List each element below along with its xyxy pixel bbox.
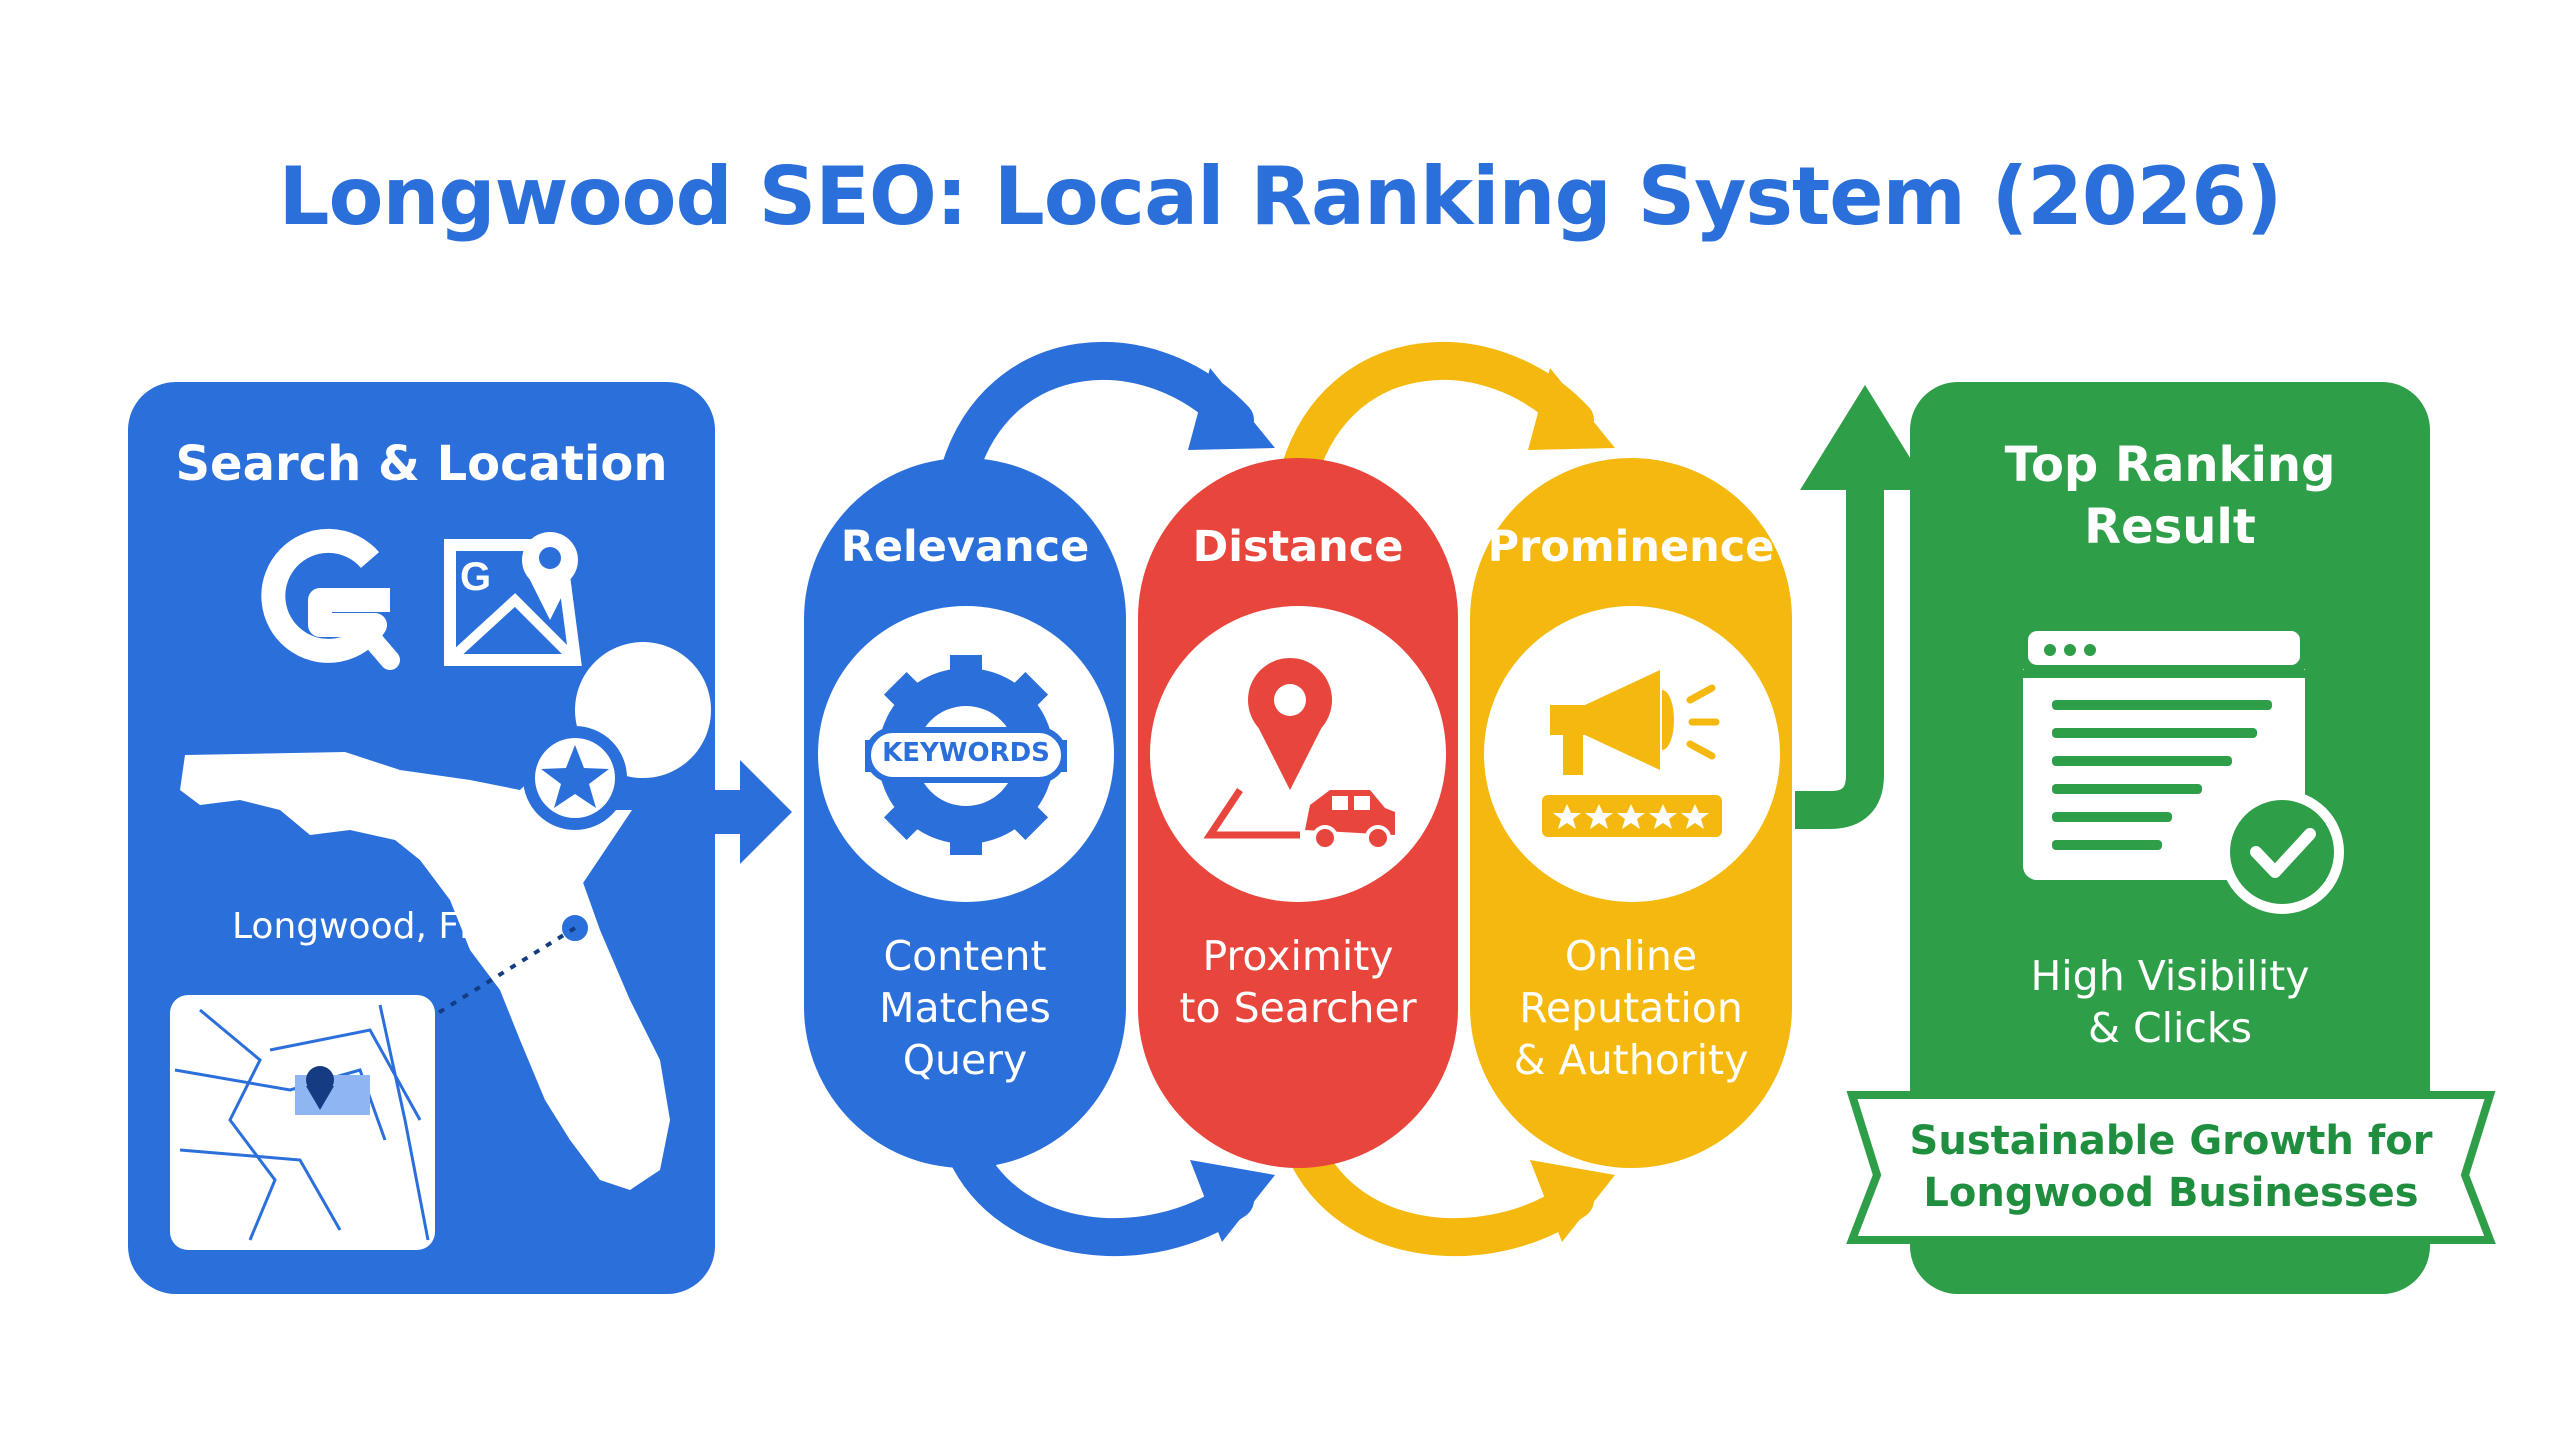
florida-map-icon: [180, 752, 670, 1190]
browser-check-icon: [2018, 621, 2344, 914]
growth-banner: [1846, 1091, 2496, 1244]
cycle-arrow-yellow-bottom: [1286, 1131, 1615, 1257]
prominence-heading: Prominence: [1487, 522, 1775, 572]
keywords-badge-label: KEYWORDS: [882, 738, 1050, 768]
flow-arrow-right: [715, 760, 792, 864]
result-heading-line: Top Ranking: [2004, 437, 2336, 493]
distance-description: Proximity to Searcher: [1138, 930, 1458, 1034]
cycle-arrow-yellow-top: [1281, 341, 1615, 489]
banner-text: Sustainable Growth for Longwood Business…: [1880, 1115, 2462, 1219]
prominence-description-line: Reputation: [1519, 984, 1743, 1032]
relevance-description-line: Content: [883, 932, 1047, 980]
distance-description-line: to Searcher: [1179, 984, 1417, 1032]
result-heading-line: Result: [2084, 499, 2256, 555]
relevance-description-line: Query: [902, 1036, 1028, 1084]
keywords-gear-icon: [865, 655, 1067, 855]
cycle-arrow-blue-bottom: [946, 1131, 1275, 1257]
county-inset-map-icon: [170, 995, 435, 1250]
result-heading: Top Ranking Result: [1910, 434, 2430, 558]
search-location-heading: Search & Location: [175, 436, 668, 492]
star-map-pin-icon: [518, 642, 711, 895]
google-search-icon: [261, 528, 400, 670]
prominence-description: Online Reputation & Authority: [1470, 930, 1792, 1086]
page-title: Longwood SEO: Local Ranking System (2026…: [278, 150, 2283, 243]
result-description-line: & Clicks: [2087, 1004, 2253, 1052]
google-maps-icon: G: [444, 532, 582, 666]
banner-line: Sustainable Growth for: [1909, 1118, 2433, 1164]
location-label: Longwood, FL: [232, 906, 480, 947]
distance-description-line: Proximity: [1202, 932, 1394, 980]
svg-text:G: G: [460, 555, 491, 599]
megaphone-stars-icon: [1542, 670, 1722, 837]
growth-up-arrow: [1795, 385, 1930, 829]
cycle-arrow-blue-top: [941, 341, 1275, 489]
banner-line: Longwood Businesses: [1923, 1170, 2419, 1216]
prominence-description-line: & Authority: [1513, 1036, 1749, 1084]
prominence-description-line: Online: [1564, 932, 1698, 980]
result-description: High Visibility & Clicks: [1910, 950, 2430, 1054]
distance-heading: Distance: [1192, 522, 1404, 572]
relevance-description-line: Matches: [879, 984, 1051, 1032]
result-description-line: High Visibility: [2030, 952, 2310, 1000]
pin-route-car-icon: [1203, 658, 1395, 851]
relevance-heading: Relevance: [840, 522, 1090, 572]
relevance-description: Content Matches Query: [804, 930, 1126, 1086]
